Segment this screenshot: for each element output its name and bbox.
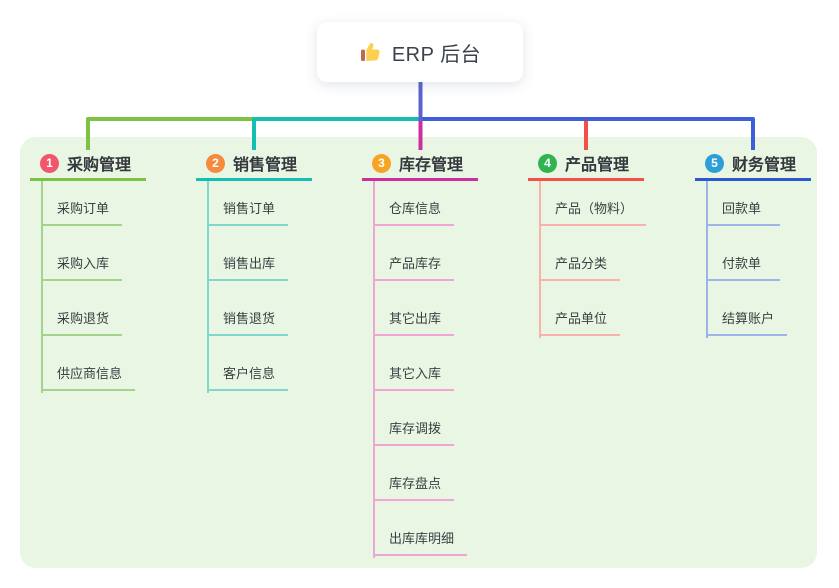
branch-children: 产品（物料） 产品分类产品单位	[528, 181, 647, 336]
branch-children: 销售订单销售出库销售退货客户信息	[196, 181, 312, 391]
child-node[interactable]: 产品单位	[539, 281, 621, 336]
child-node[interactable]: 销售退货	[207, 281, 289, 336]
child-node-label: 结算账户	[722, 311, 775, 326]
child-node[interactable]: 库存盘点	[373, 446, 455, 501]
child-node-label: 库存调拨	[389, 421, 442, 436]
child-node[interactable]: 供应商信息	[41, 336, 136, 391]
thumbs-up-icon	[359, 40, 383, 64]
branch-title-node[interactable]: 1 采购管理	[30, 148, 146, 181]
child-node-label: 付款单	[722, 256, 762, 271]
child-node-label: 销售退货	[223, 311, 276, 326]
child-node[interactable]: 仓库信息	[373, 181, 455, 226]
child-node[interactable]: 付款单	[706, 226, 780, 281]
child-node-label: 产品库存	[389, 256, 442, 271]
child-node[interactable]: 回款单	[706, 181, 780, 226]
child-node[interactable]: 出库库明细	[373, 501, 468, 556]
child-node-label: 其它出库	[389, 311, 442, 326]
branch-children: 仓库信息产品库存其它出库其它入库库存调拨库存盘点出库库明细	[362, 181, 478, 556]
child-node-label: 库存盘点	[389, 476, 442, 491]
branch-title-label: 销售管理	[233, 157, 298, 174]
root-node-title: ERP 后台	[391, 43, 482, 66]
branch-title-label: 库存管理	[399, 157, 464, 174]
branch-title-node[interactable]: 3 库存管理	[362, 148, 478, 181]
child-node-label: 出库库明细	[389, 531, 455, 546]
child-node-label: 销售订单	[223, 201, 276, 216]
child-node-label: 其它入库	[389, 366, 442, 381]
child-node[interactable]: 其它出库	[373, 281, 455, 336]
child-node[interactable]: 客户信息	[207, 336, 289, 391]
branch-finance: 5 财务管理回款单付款单结算账户	[695, 148, 811, 338]
branch-procurement: 1 采购管理采购订单采购入库采购退货供应商信息	[30, 148, 146, 393]
child-node[interactable]: 产品（物料）	[539, 181, 647, 226]
branch-number-badge: 1	[40, 153, 59, 173]
branches-background-panel	[20, 137, 817, 568]
child-node[interactable]: 产品库存	[373, 226, 455, 281]
child-node-label: 销售出库	[223, 256, 276, 271]
branch-number-badge: 5	[705, 153, 724, 173]
branch-title-node[interactable]: 5 财务管理	[695, 148, 811, 181]
child-node[interactable]: 库存调拨	[373, 391, 455, 446]
child-node-label: 产品（物料）	[555, 201, 634, 216]
branch-children: 回款单付款单结算账户	[695, 181, 811, 336]
child-node-label: 采购入库	[57, 256, 110, 271]
child-node-label: 客户信息	[223, 366, 276, 381]
child-node-label: 供应商信息	[57, 366, 123, 381]
branch-inventory: 3 库存管理仓库信息产品库存其它出库其它入库库存调拨库存盘点出库库明细	[362, 148, 478, 558]
child-node[interactable]: 其它入库	[373, 336, 455, 391]
child-node-label: 回款单	[722, 201, 762, 216]
branch-number-badge: 2	[206, 153, 225, 173]
child-node-label: 采购退货	[57, 311, 110, 326]
child-node[interactable]: 销售出库	[207, 226, 289, 281]
child-node-label: 采购订单	[57, 201, 110, 216]
child-node[interactable]: 产品分类	[539, 226, 621, 281]
branch-title-node[interactable]: 4 产品管理	[528, 148, 644, 181]
branch-title-node[interactable]: 2 销售管理	[196, 148, 312, 181]
branch-number-badge: 3	[372, 153, 391, 173]
child-node-label: 产品单位	[555, 311, 608, 326]
branch-number-badge: 4	[538, 153, 557, 173]
branch-trunk-line	[207, 181, 209, 393]
branch-trunk-line	[706, 181, 708, 338]
child-node[interactable]: 采购退货	[41, 281, 123, 336]
branch-title-label: 采购管理	[67, 157, 132, 174]
child-node[interactable]: 采购订单	[41, 181, 123, 226]
child-node[interactable]: 采购入库	[41, 226, 123, 281]
child-node-label: 仓库信息	[389, 201, 442, 216]
branch-sales: 2 销售管理销售订单销售出库销售退货客户信息	[196, 148, 312, 393]
branch-trunk-line	[373, 181, 375, 558]
branch-title-label: 财务管理	[732, 157, 797, 174]
branch-title-label: 产品管理	[565, 157, 630, 174]
branch-trunk-line	[41, 181, 43, 393]
child-node[interactable]: 结算账户	[706, 281, 788, 336]
branch-children: 采购订单采购入库采购退货供应商信息	[30, 181, 146, 391]
child-node[interactable]: 销售订单	[207, 181, 289, 226]
root-node[interactable]: ERP 后台	[317, 22, 523, 82]
child-node-label: 产品分类	[555, 256, 608, 271]
branch-trunk-line	[539, 181, 541, 338]
branch-product: 4 产品管理产品（物料） 产品分类产品单位	[528, 148, 647, 338]
